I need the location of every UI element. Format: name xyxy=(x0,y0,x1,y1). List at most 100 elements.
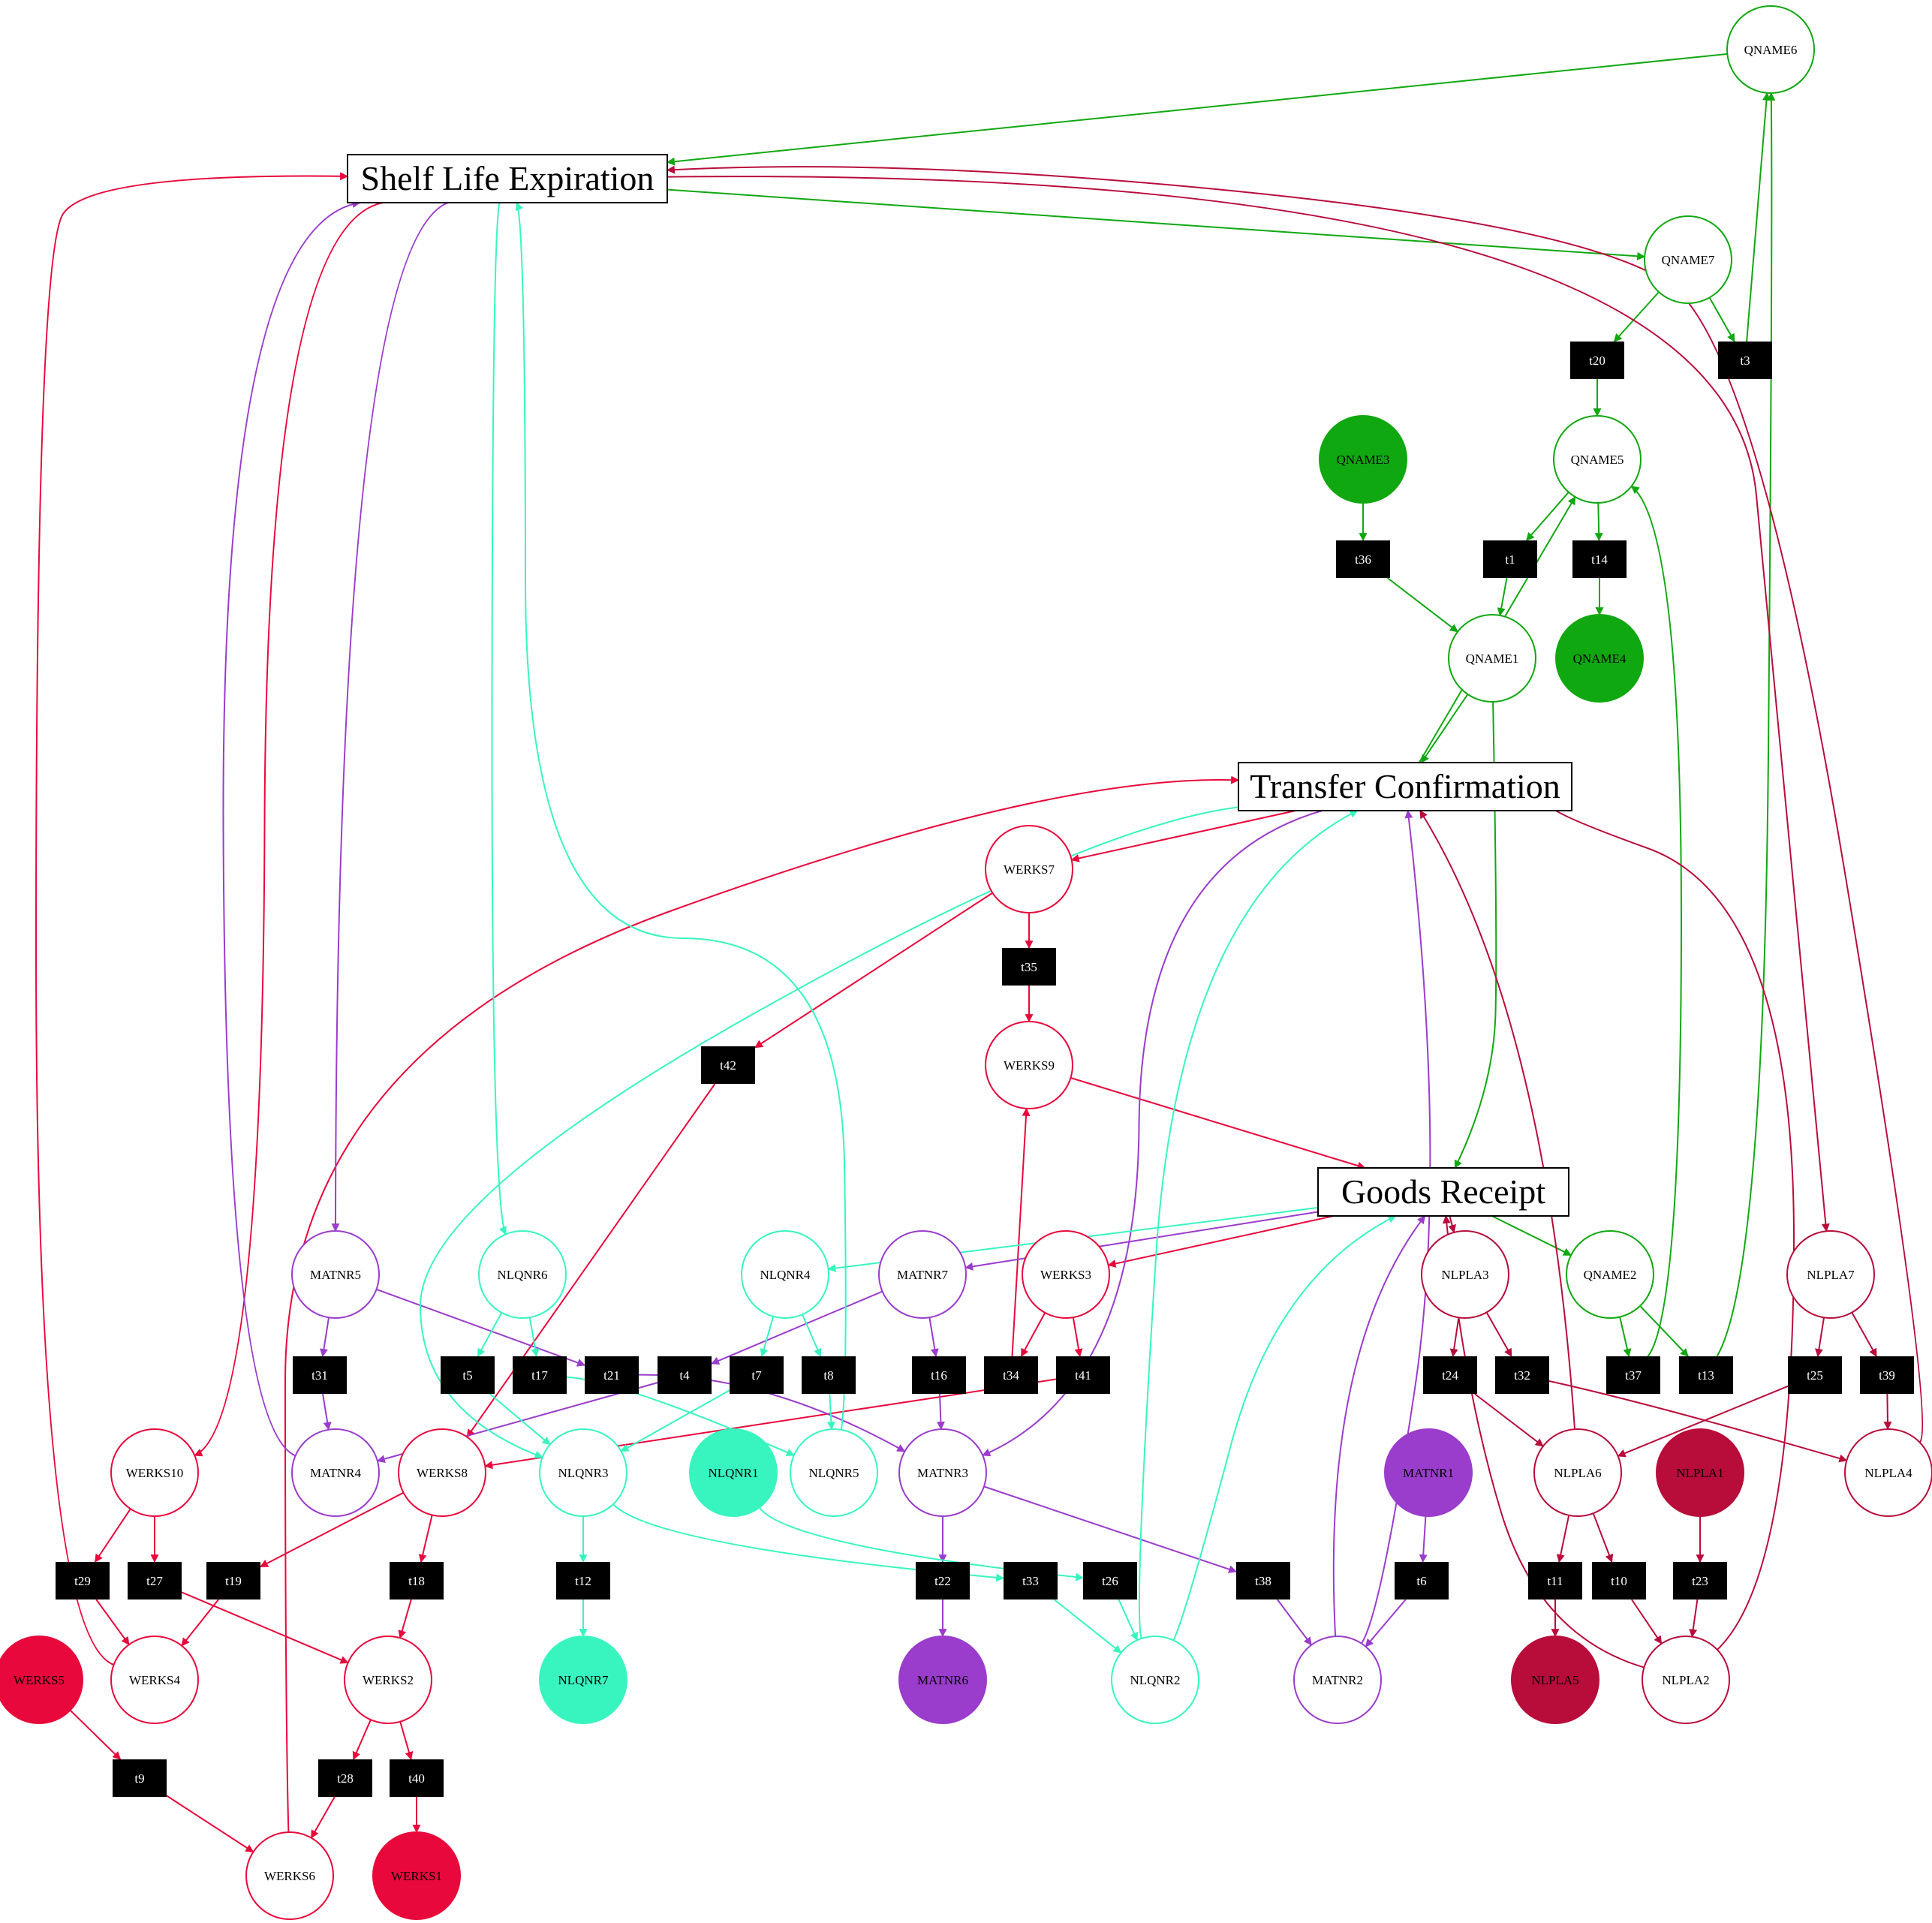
transition-t17: t17 xyxy=(513,1356,567,1394)
place-label: NLQNR6 xyxy=(497,1268,547,1282)
place-qname6: QNAME6 xyxy=(1726,5,1815,94)
event-shelf-life-expiration: Shelf Life Expiration xyxy=(347,154,668,203)
edge-t39-to-nlpla4 xyxy=(1883,1393,1892,1431)
edge-qname7-to-t20 xyxy=(1613,291,1660,342)
place-matnr1: MATNR1 xyxy=(1384,1428,1473,1517)
transition-label: t13 xyxy=(1698,1368,1714,1383)
edge-sle-to-matnr5 xyxy=(331,202,449,1232)
transition-label: t18 xyxy=(408,1574,425,1588)
event-label: Goods Receipt xyxy=(1341,1172,1545,1211)
edge-werks9-to-gr xyxy=(1070,1077,1366,1170)
transition-label: t11 xyxy=(1547,1574,1563,1588)
transition-t39: t39 xyxy=(1860,1356,1914,1394)
place-label: WERKS4 xyxy=(129,1673,181,1687)
place-qname2: QNAME2 xyxy=(1566,1230,1654,1319)
place-matnr4: MATNR4 xyxy=(291,1428,380,1517)
edge-t42-to-werks8 xyxy=(466,1083,716,1438)
place-label: NLPLA6 xyxy=(1554,1466,1601,1480)
edge-werks2-to-t40 xyxy=(399,1721,414,1761)
place-nlpla1: NLPLA1 xyxy=(1656,1428,1744,1517)
edge-gr-to-nlpla3 xyxy=(1448,1215,1456,1233)
place-werks7: WERKS7 xyxy=(985,825,1073,913)
transition-label: t7 xyxy=(751,1368,762,1383)
edge-matnr5-to-t31 xyxy=(319,1317,330,1358)
place-nlpla7: NLPLA7 xyxy=(1786,1230,1875,1319)
place-label: NLQNR1 xyxy=(708,1466,758,1480)
edge-nlqnr4-to-t7 xyxy=(760,1316,775,1358)
transition-label: t27 xyxy=(146,1574,163,1588)
transition-label: t25 xyxy=(1807,1368,1823,1383)
transition-label: t35 xyxy=(1021,960,1037,974)
edge-werks8-to-t18 xyxy=(418,1515,433,1563)
transition-label: t36 xyxy=(1355,552,1371,567)
place-werks3: WERKS3 xyxy=(1022,1230,1110,1319)
place-label: MATNR5 xyxy=(310,1268,361,1282)
transition-t24: t24 xyxy=(1423,1356,1477,1394)
place-label: QNAME6 xyxy=(1744,43,1798,57)
place-matnr6: MATNR6 xyxy=(898,1636,987,1724)
place-nlqnr4: NLQNR4 xyxy=(741,1230,829,1319)
edge-t32-to-nlpla4 xyxy=(1548,1380,1848,1463)
place-label: QNAME5 xyxy=(1571,453,1624,467)
place-label: WERKS3 xyxy=(1040,1268,1091,1282)
transition-label: t14 xyxy=(1591,552,1608,567)
edge-werks5-to-t9 xyxy=(69,1709,122,1760)
place-nlqnr2: NLQNR2 xyxy=(1111,1636,1199,1724)
place-matnr5: MATNR5 xyxy=(291,1230,380,1319)
edge-gr-to-matnr7 xyxy=(964,1211,1319,1271)
edge-werks7-to-t42 xyxy=(754,892,993,1049)
place-label: MATNR2 xyxy=(1312,1673,1363,1687)
edge-werks3-to-t34 xyxy=(1020,1312,1046,1357)
transition-t23: t23 xyxy=(1673,1562,1727,1599)
edge-t19-to-werks4 xyxy=(181,1599,219,1647)
transition-label: t38 xyxy=(1255,1574,1271,1588)
place-werks6: WERKS6 xyxy=(245,1831,334,1920)
edge-qname1-to-gr xyxy=(1454,701,1497,1169)
place-label: WERKS7 xyxy=(1004,862,1055,877)
transition-label: t1 xyxy=(1505,552,1515,567)
place-label: QNAME7 xyxy=(1662,253,1715,267)
edge-matnr5-to-t21 xyxy=(376,1288,586,1367)
edge-matnr7-to-t4 xyxy=(710,1290,883,1365)
transition-label: t6 xyxy=(1416,1574,1426,1588)
edge-matnr3-to-t38 xyxy=(983,1485,1238,1573)
event-transfer-confirmation: Transfer Confirmation xyxy=(1238,762,1572,811)
place-nlpla6: NLPLA6 xyxy=(1533,1428,1622,1517)
edge-werks3-to-t41 xyxy=(1072,1317,1083,1358)
transition-t4: t4 xyxy=(658,1356,712,1394)
place-label: WERKS10 xyxy=(126,1466,184,1480)
edge-nlqnr2-to-tc xyxy=(1138,810,1359,1639)
transition-t14: t14 xyxy=(1572,540,1627,578)
transition-label: t21 xyxy=(603,1368,620,1383)
place-werks5: WERKS5 xyxy=(0,1636,83,1724)
transition-t6: t6 xyxy=(1395,1562,1449,1599)
place-label: QNAME2 xyxy=(1584,1268,1637,1282)
edge-nlqnr6-to-t5 xyxy=(477,1312,503,1357)
edge-t8-to-nlqnr5 xyxy=(826,1393,835,1431)
edge-nlqnr6-to-t17 xyxy=(528,1317,540,1358)
transition-label: t42 xyxy=(720,1058,736,1073)
edge-tc-to-nlqnr3 xyxy=(419,806,1239,1459)
edge-t37-to-qname5 xyxy=(1630,486,1683,1357)
transition-t11: t11 xyxy=(1528,1562,1582,1599)
place-label: NLQNR4 xyxy=(760,1268,811,1282)
edge-werks6-to-tc xyxy=(284,775,1240,1833)
edge-qname2-to-t37 xyxy=(1619,1317,1632,1358)
place-label: QNAME3 xyxy=(1337,453,1390,467)
place-nlqnr7: NLQNR7 xyxy=(539,1636,627,1724)
transition-t40: t40 xyxy=(390,1759,444,1797)
transition-label: t19 xyxy=(225,1574,242,1588)
edge-gr-to-werks3 xyxy=(1107,1215,1334,1268)
place-nlqnr6: NLQNR6 xyxy=(478,1230,567,1319)
transition-label: t12 xyxy=(575,1574,591,1588)
place-werks9: WERKS9 xyxy=(985,1021,1073,1109)
place-label: QNAME1 xyxy=(1466,652,1519,666)
transition-t38: t38 xyxy=(1236,1562,1290,1599)
place-werks4: WERKS4 xyxy=(110,1636,199,1724)
transition-t27: t27 xyxy=(128,1562,182,1599)
transition-label: t17 xyxy=(531,1368,548,1383)
place-nlqnr3: NLQNR3 xyxy=(539,1428,627,1517)
transition-label: t40 xyxy=(408,1771,425,1786)
place-nlpla2: NLPLA2 xyxy=(1642,1636,1730,1724)
edge-t27-to-werks2 xyxy=(181,1591,349,1664)
